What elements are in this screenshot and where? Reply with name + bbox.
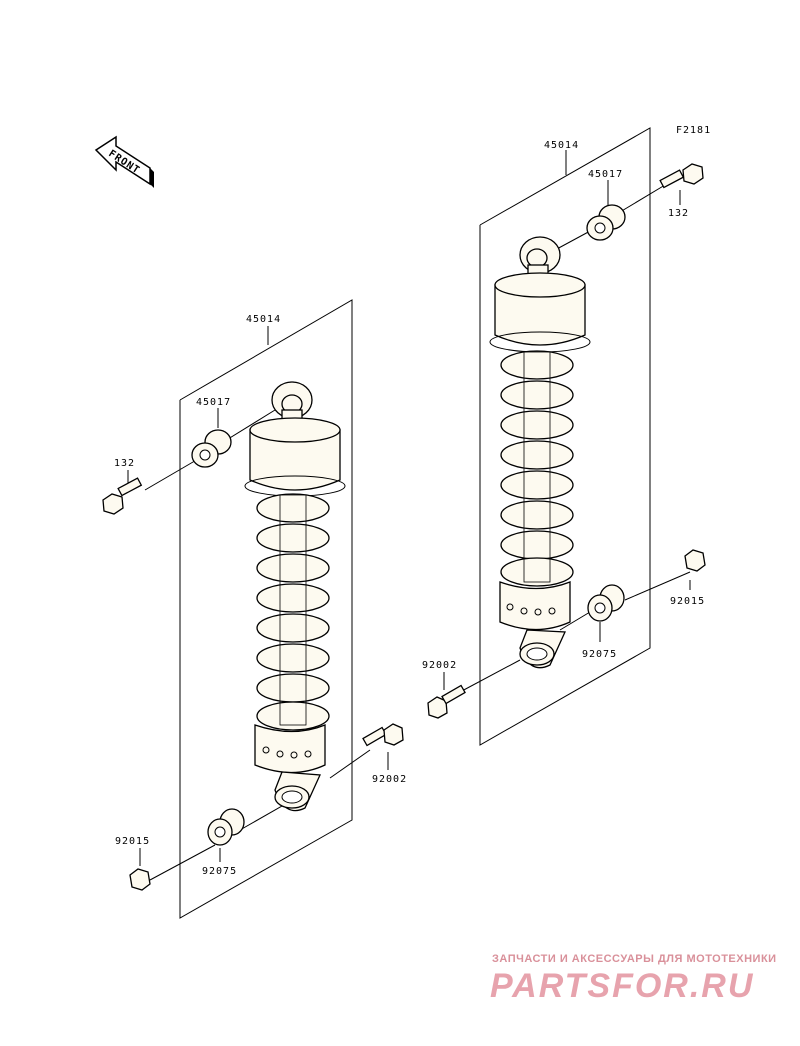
left-assembly: 45014 45017 132 92002 92015 92075 bbox=[102, 299, 407, 919]
left-nut bbox=[129, 868, 151, 891]
left-label-shock: 45014 bbox=[246, 314, 281, 325]
right-label-nut: 92015 bbox=[670, 596, 705, 607]
right-bushing-top bbox=[586, 204, 626, 241]
right-bushing-bottom bbox=[587, 584, 625, 622]
right-label-bushing-top: 45017 bbox=[588, 169, 623, 180]
right-label-bushing-bottom: 92075 bbox=[582, 649, 617, 660]
right-nut bbox=[684, 549, 706, 572]
watermark: ЗАПЧАСТИ И АКСЕССУАРЫ ДЛЯ МОТОТЕХНИКИ PA… bbox=[490, 953, 777, 1005]
left-spring bbox=[256, 493, 330, 731]
right-label-bolt-top: 132 bbox=[668, 208, 689, 219]
left-label-bolt-bottom: 92002 bbox=[372, 774, 407, 785]
right-bolt-bottom bbox=[427, 684, 466, 719]
left-bushing-bottom bbox=[207, 808, 245, 846]
left-label-bolt-top: 132 bbox=[114, 458, 135, 469]
left-bolt-top bbox=[102, 477, 143, 515]
watermark-tagline: ЗАПЧАСТИ И АКСЕССУАРЫ ДЛЯ МОТОТЕХНИКИ bbox=[492, 953, 777, 965]
right-label-bolt-bottom: 92002 bbox=[422, 660, 457, 671]
right-assembly: 45014 45017 132 92015 92075 92002 bbox=[422, 127, 706, 746]
left-label-nut: 92015 bbox=[115, 836, 150, 847]
front-arrow-icon: FRONT bbox=[94, 135, 154, 188]
figure-id: F2181 bbox=[676, 125, 711, 136]
left-bolt-bottom bbox=[362, 723, 404, 747]
left-bushing-top bbox=[191, 429, 232, 468]
watermark-brand: PARTSFOR.RU bbox=[490, 967, 754, 1005]
left-shock-absorber bbox=[244, 381, 346, 812]
right-label-shock: 45014 bbox=[544, 140, 579, 151]
right-shock-absorber bbox=[489, 236, 591, 669]
right-spring bbox=[500, 350, 574, 587]
left-label-bushing-top: 45017 bbox=[196, 397, 231, 408]
right-bolt-top bbox=[659, 163, 704, 189]
left-label-bushing-bottom: 92075 bbox=[202, 866, 237, 877]
